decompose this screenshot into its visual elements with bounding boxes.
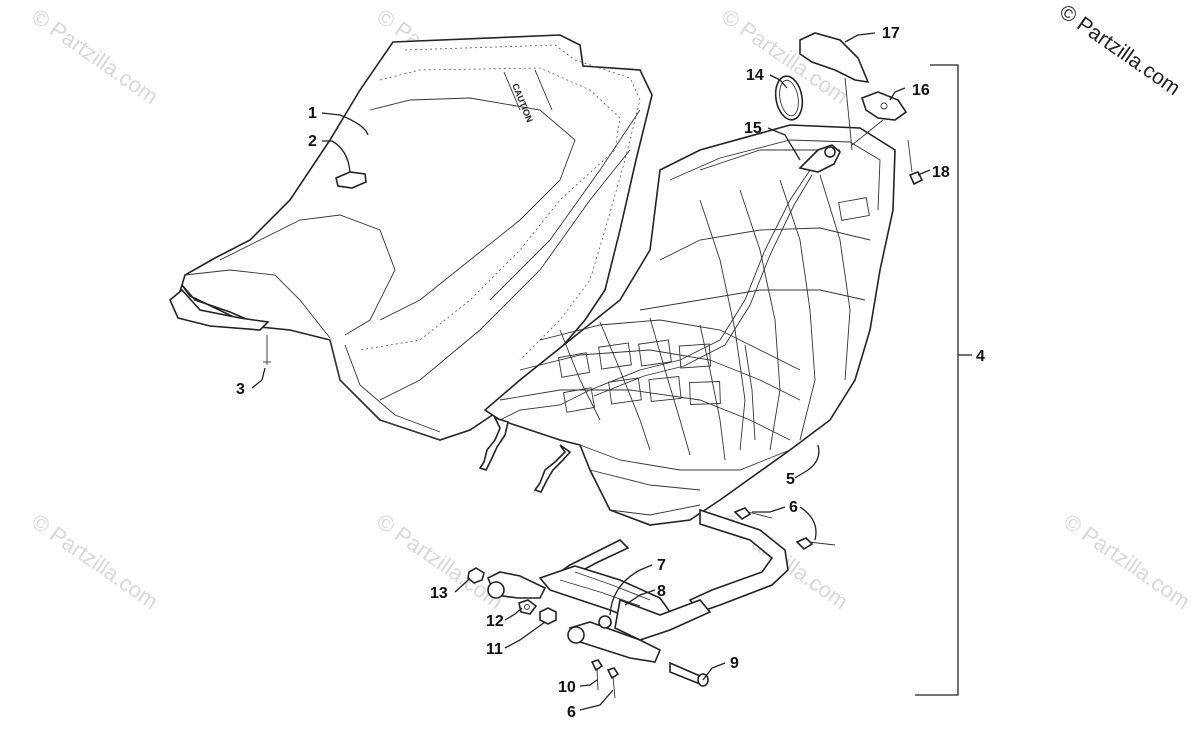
callouts: 1 2 3 4 5 6 7 8 9 10 6 11 12 13 14 15 16…	[236, 25, 985, 721]
callout-8: 8	[657, 583, 666, 600]
callout-5: 5	[786, 471, 795, 488]
callout-10: 10	[558, 679, 576, 696]
copyright-text: © Partzilla.com	[1055, 0, 1184, 100]
callout-14: 14	[746, 67, 764, 84]
nut-11	[539, 607, 557, 625]
rivet-6-lower	[606, 667, 620, 699]
part-3-pin	[263, 335, 271, 365]
lock-cylinder	[798, 144, 841, 173]
leader-lines	[251, 32, 972, 711]
callout-9: 9	[730, 655, 739, 672]
callout-15: 15	[744, 120, 762, 137]
washer-12	[518, 599, 538, 615]
rivet-6-upper	[733, 507, 836, 551]
screw-18	[907, 139, 924, 186]
callout-6b: 6	[567, 704, 576, 721]
bolt-9	[669, 661, 709, 687]
callout-1: 1	[308, 105, 317, 122]
callout-18: 18	[932, 164, 950, 181]
callout-7: 7	[657, 557, 666, 574]
callout-4: 4	[976, 348, 985, 365]
callout-17: 17	[882, 25, 900, 42]
seat-base	[478, 124, 896, 526]
retaining-ring	[774, 75, 804, 121]
watermark: © Partzilla.com	[27, 4, 163, 110]
callout-3: 3	[236, 381, 245, 398]
rivet-10	[590, 659, 604, 691]
lock-cover	[799, 32, 870, 151]
nut-13	[467, 567, 485, 584]
callout-11: 11	[486, 641, 503, 658]
watermark: © Partzilla.com	[27, 509, 163, 615]
callout-6a: 6	[789, 499, 798, 516]
seat-cushion: CAUTION	[169, 34, 653, 441]
seat-frame	[486, 508, 789, 663]
callout-2: 2	[308, 133, 317, 150]
callout-13: 13	[430, 585, 448, 602]
watermark: © Partzilla.com	[1059, 509, 1195, 615]
latch-plate	[851, 91, 908, 146]
callout-16: 16	[912, 82, 930, 99]
callout-12: 12	[486, 613, 504, 630]
